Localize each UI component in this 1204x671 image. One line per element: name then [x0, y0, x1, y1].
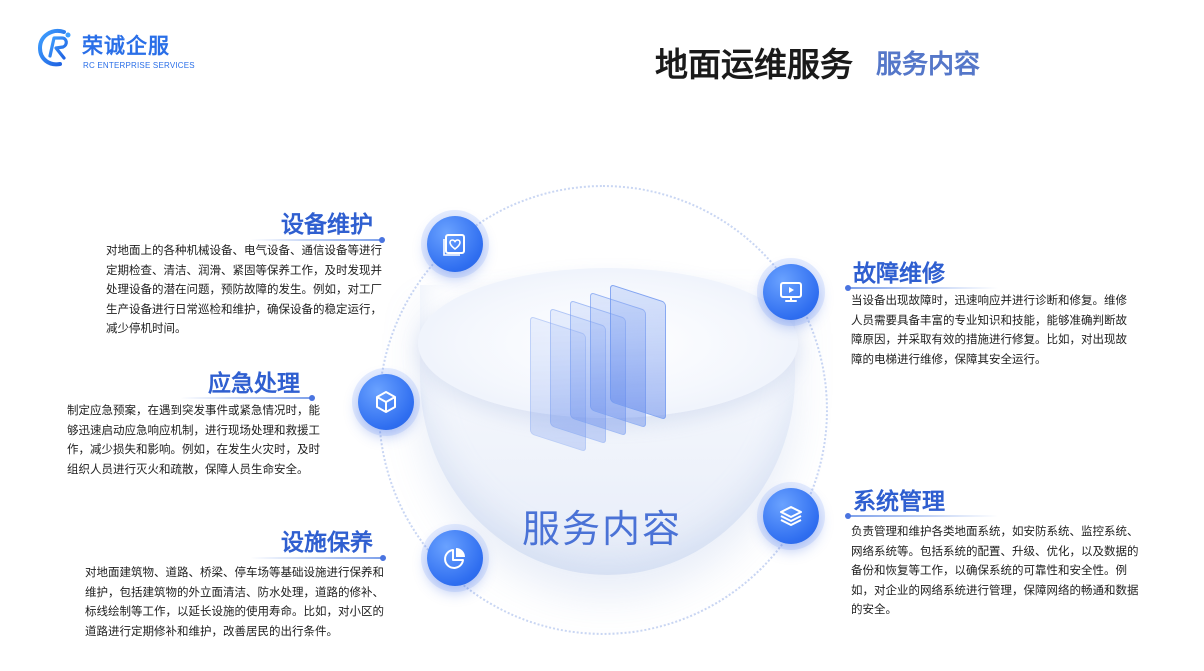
- emergency-desc: 制定应急预案，在遇到突发事件或紧急情况时，能够迅速启动应急响应机制，进行现场处理…: [67, 403, 320, 476]
- repair-title: 故障维修: [853, 260, 945, 287]
- equipment-desc: 对地面上的各种机械设备、电气设备、通信设备等进行定期检查、清洁、润滑、紧固等保养…: [106, 243, 382, 335]
- pie-chart-icon: [444, 548, 465, 569]
- brand-name: 荣诚企服: [82, 33, 170, 58]
- emergency-divider: [180, 395, 315, 401]
- facility-divider: [250, 555, 386, 561]
- center-bowl-top: [418, 268, 798, 418]
- page-title: 地面运维服务: [655, 45, 853, 84]
- heart-card-icon: [443, 234, 465, 256]
- system-divider: [845, 513, 998, 519]
- glass-card: [610, 283, 666, 421]
- repair-divider: [845, 285, 998, 291]
- cube-icon: [376, 391, 396, 413]
- monitor-play-icon: [780, 282, 802, 302]
- system-icon-button[interactable]: [763, 488, 819, 544]
- brand-subtitle: RC ENTERPRISE SERVICES: [83, 61, 195, 70]
- facility-icon-button[interactable]: [427, 530, 483, 586]
- equipment-icon-button[interactable]: [427, 216, 483, 272]
- page-subtitle: 服务内容: [876, 50, 981, 80]
- repair-desc: 当设备出现故障时，迅速响应并进行诊断和修复。维修人员需要具备丰富的专业知识和技能…: [851, 293, 1127, 366]
- facility-desc: 对地面建筑物、道路、桥梁、停车场等基础设施进行保养和维护，包括建筑物的外立面清洁…: [85, 565, 384, 638]
- equipment-title: 设备维护: [281, 211, 373, 238]
- emergency-title: 应急处理: [208, 370, 300, 397]
- brand-logo: 荣诚企服 RC ENTERPRISE SERVICES: [34, 24, 204, 76]
- layers-icon: [780, 506, 802, 526]
- system-title: 系统管理: [853, 488, 945, 515]
- rc-logo-icon: [37, 29, 71, 67]
- stacked-cards-graphic: [520, 283, 690, 455]
- equipment-divider: [250, 237, 385, 243]
- facility-title: 设施保养: [281, 529, 373, 556]
- center-label: 服务内容: [522, 507, 683, 551]
- system-desc: 负责管理和维护各类地面系统，如安防系统、监控系统、网络系统等。包括系统的配置、升…: [851, 524, 1139, 616]
- repair-icon-button[interactable]: [763, 264, 819, 320]
- emergency-icon-button[interactable]: [358, 374, 414, 430]
